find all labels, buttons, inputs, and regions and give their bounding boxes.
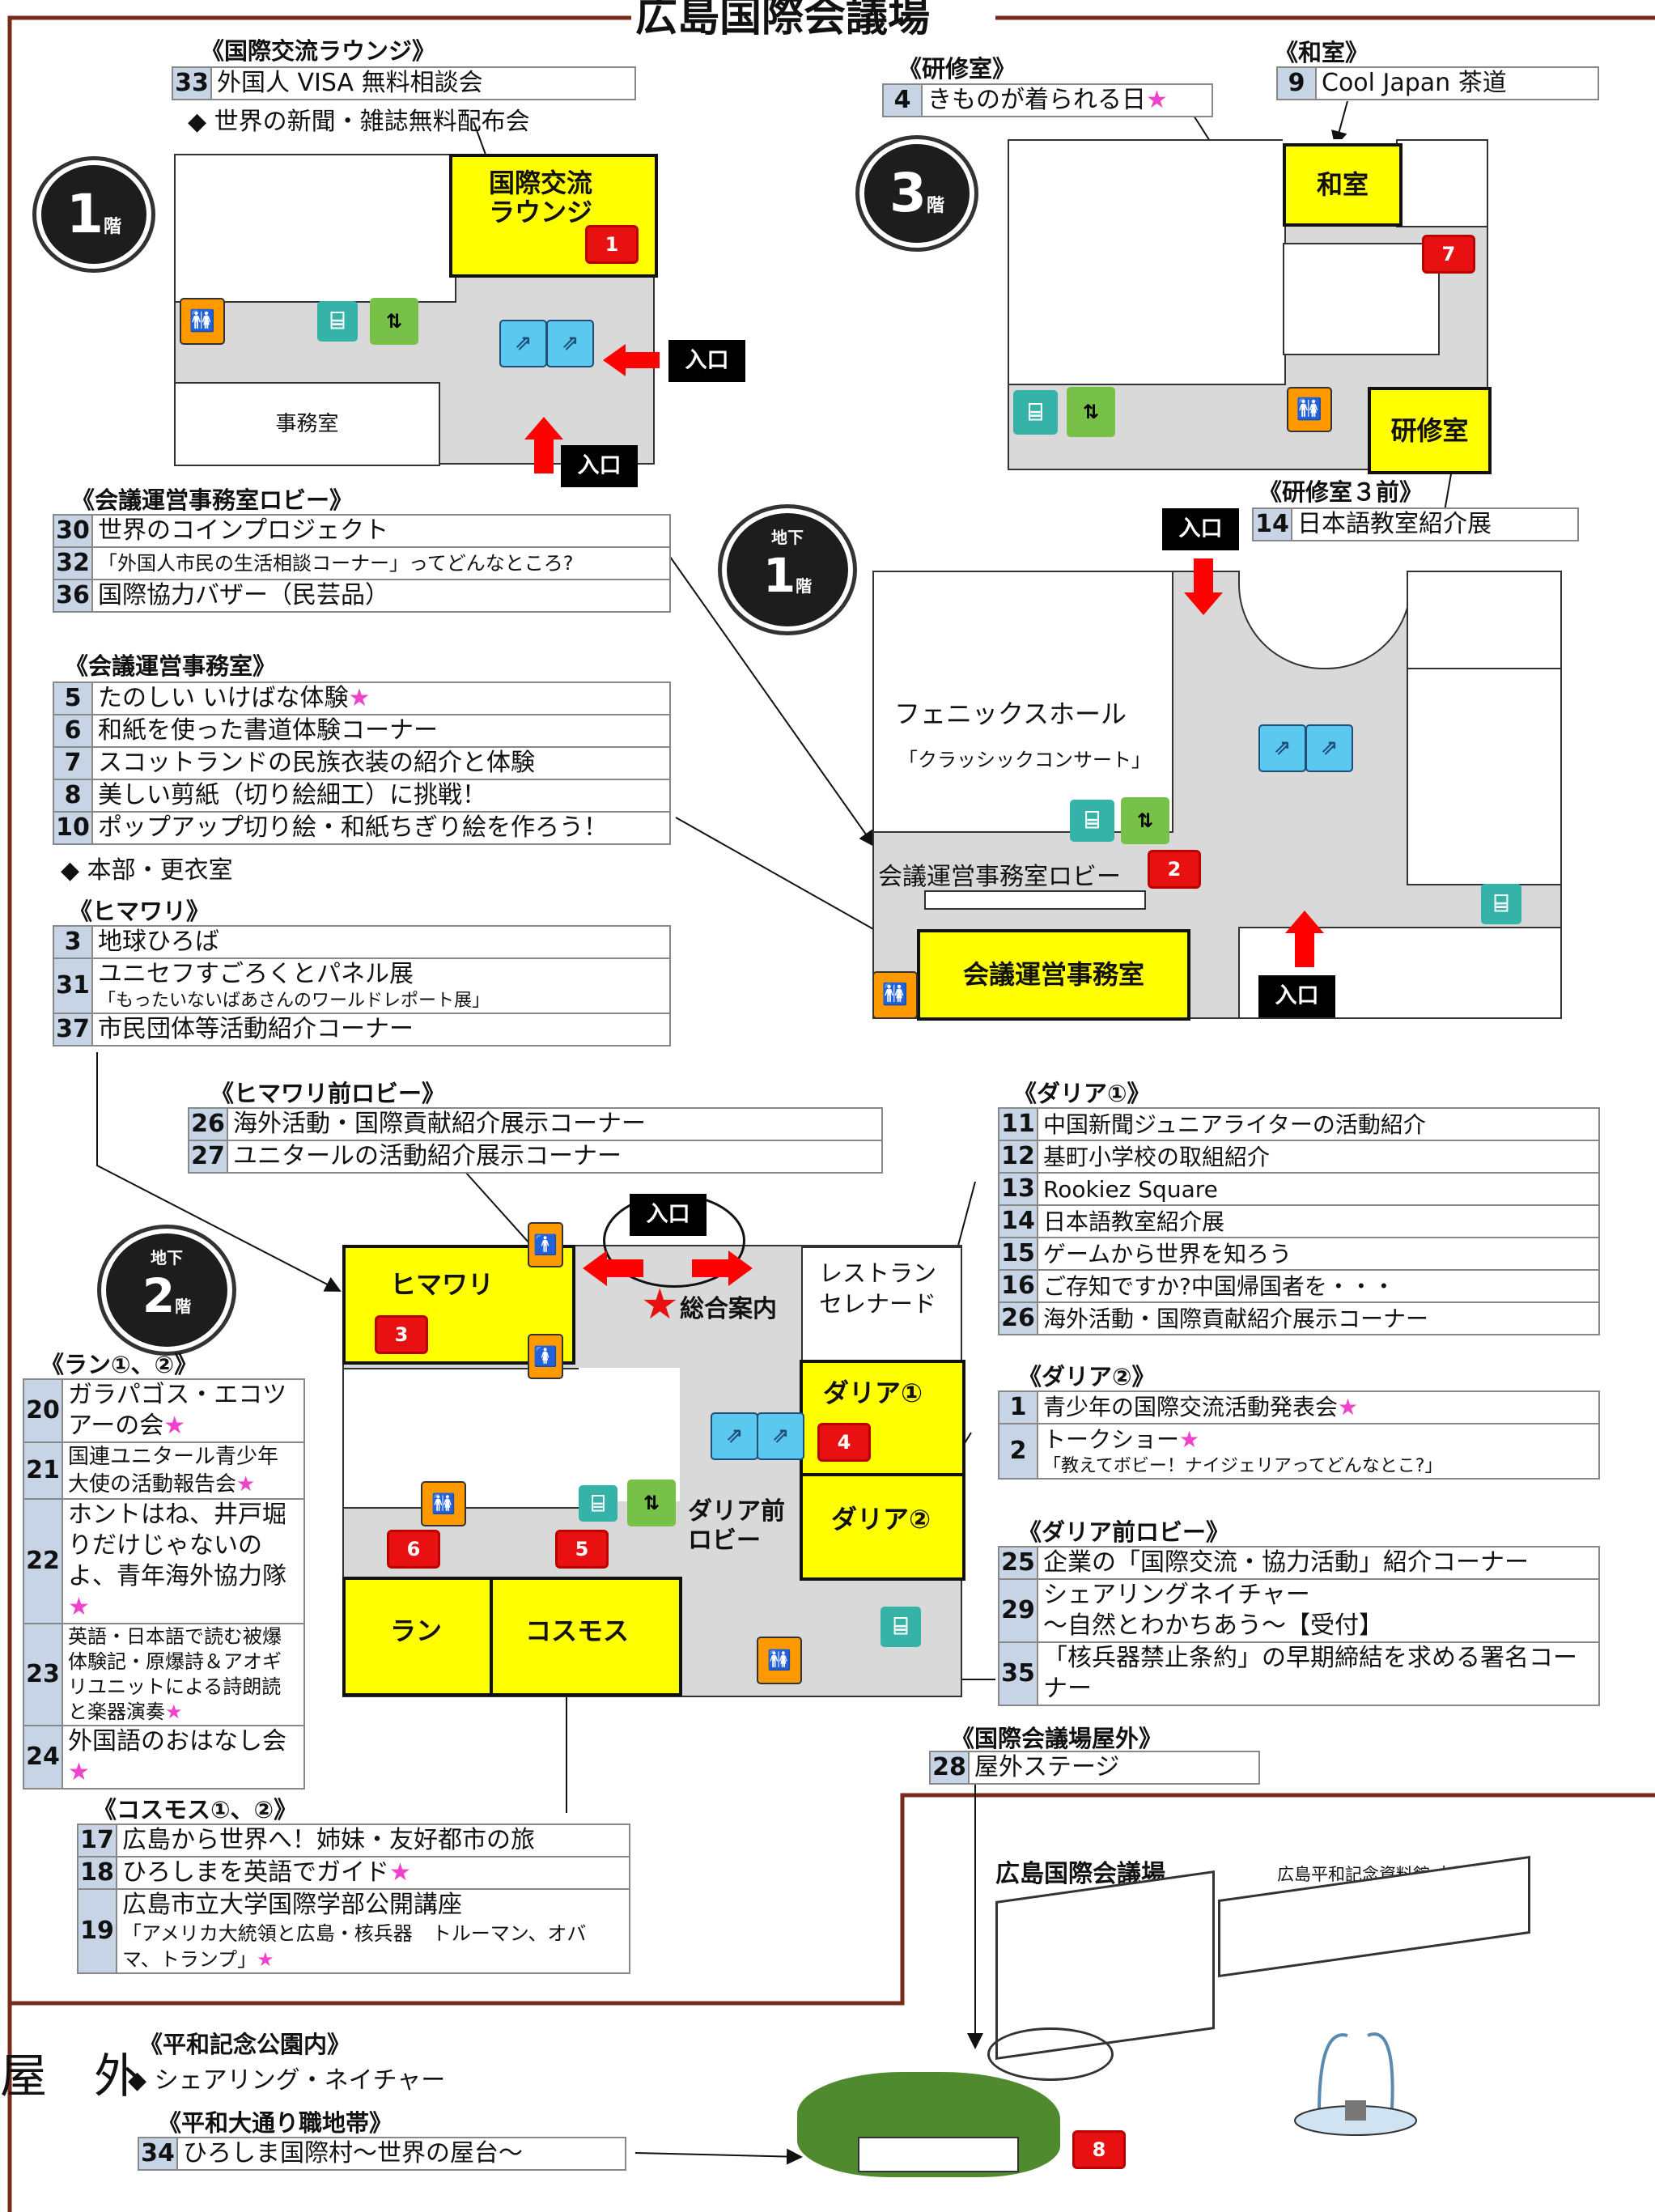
- badge-2: 2: [1148, 850, 1201, 889]
- info-star-icon: ★: [641, 1280, 679, 1329]
- section-title-kenshu-mae: 《研修室３前》: [1258, 478, 1424, 506]
- room-kenshushitsu[interactable]: 研修室: [1368, 387, 1492, 474]
- section-title-park: 《平和記念公園内》: [139, 2031, 351, 2058]
- restroom-icon: 🚹: [528, 1222, 563, 1267]
- room-washitsu[interactable]: 和室: [1283, 143, 1403, 227]
- stairs-icon: ⌸: [1070, 800, 1114, 842]
- section-title-outside: 《国際会議場屋外》: [951, 1725, 1163, 1752]
- escalator-icon: ⇗: [499, 320, 547, 367]
- floor-1f-badge: 1階: [36, 160, 151, 269]
- label-info[interactable]: 総合案内: [680, 1295, 777, 1323]
- section-title-lounge: 《国際交流ラウンジ》: [201, 37, 436, 65]
- label-dahlia-lobby: ダリア前 ロビー: [688, 1497, 785, 1555]
- stairs-icon: ⌸: [881, 1607, 921, 1647]
- room-ran[interactable]: ラン: [342, 1577, 494, 1696]
- badge-1: 1: [585, 225, 639, 264]
- note-park: ◆ シェアリング・ネイチャー: [128, 2066, 446, 2095]
- badge-3: 3: [375, 1315, 428, 1354]
- floor-b2-badge: 地下 2階: [101, 1229, 232, 1352]
- restroom-icon: 🚻: [872, 971, 918, 1019]
- entrance-label[interactable]: 入口: [1258, 975, 1335, 1017]
- section-title-dahlia-mae: 《ダリア前ロビー》: [1018, 1518, 1230, 1546]
- escalator-icon: ⇗: [546, 320, 594, 367]
- note-office: ◆ 本部・更衣室: [61, 856, 233, 885]
- section-title-office: 《会議運営事務室》: [65, 652, 277, 680]
- room-restaurant[interactable]: レストラン セレナード: [801, 1246, 962, 1363]
- badge-6: 6: [387, 1530, 440, 1569]
- restroom-icon: 🚻: [757, 1637, 802, 1684]
- room-phoenix-hall[interactable]: フェニックスホール 「クラッシックコンサート」: [872, 571, 1173, 833]
- label-lobby: 会議運営事務室ロビー: [878, 863, 1121, 891]
- restroom-icon: 🚻: [1287, 387, 1332, 432]
- escalator-icon: ⇗: [1305, 724, 1353, 772]
- note-lounge: ◆ 世界の新聞・雑誌無料配布会: [188, 108, 530, 136]
- elevator-icon: ⇅: [1067, 387, 1115, 437]
- section-title-himawari: 《ヒマワリ》: [69, 898, 210, 925]
- stairs-icon: ⌸: [579, 1485, 617, 1522]
- section-title-cosmos: 《コスモス①、②》: [93, 1796, 298, 1824]
- section-title-washitsu: 《和室》: [1275, 39, 1369, 66]
- section-title-dahlia1: 《ダリア①》: [1013, 1080, 1151, 1107]
- badge-7: 7: [1422, 235, 1475, 274]
- room-jimushitsu: 事務室: [174, 382, 440, 466]
- 3f-room: [1396, 139, 1488, 227]
- badge-5: 5: [555, 1530, 609, 1569]
- escalator-icon: ⇗: [757, 1412, 804, 1460]
- yatai-stalls: [858, 2137, 1019, 2172]
- elevator-icon: ⇅: [627, 1480, 676, 1526]
- b1-room: [1407, 668, 1562, 885]
- badge-8: 8: [1072, 2130, 1126, 2169]
- b2-room: [579, 1368, 680, 1501]
- restroom-icon: 🚻: [421, 1481, 466, 1526]
- escalator-icon: ⇗: [1258, 724, 1306, 772]
- entrance-label[interactable]: 入口: [561, 445, 638, 487]
- 3f-room: [1283, 243, 1440, 355]
- section-title-kenshu: 《研修室》: [898, 55, 1016, 83]
- stairs-icon: ⌸: [1481, 884, 1521, 924]
- section-title-street: 《平和大通り職地帯》: [158, 2109, 393, 2137]
- entrance-label[interactable]: 入口: [1162, 508, 1239, 550]
- room-cosmos[interactable]: コスモス: [490, 1577, 682, 1696]
- entrance-label[interactable]: 入口: [630, 1194, 707, 1236]
- floor-b1-badge: 地下 1階: [722, 508, 853, 631]
- stairs-icon: ⌸: [317, 301, 358, 342]
- b1-room: [1407, 571, 1562, 671]
- entrance-label[interactable]: 入口: [668, 340, 745, 382]
- plaza-loop: [987, 2027, 1114, 2081]
- 3f-room: [1008, 139, 1286, 385]
- section-title-dahlia2: 《ダリア②》: [1018, 1363, 1156, 1390]
- label-outdoor: 屋 外: [0, 2049, 142, 2104]
- badge-4: 4: [817, 1423, 871, 1462]
- section-title-ran: 《ラン①、②》: [40, 1351, 198, 1378]
- room-kaigi-office[interactable]: 会議運営事務室: [917, 929, 1190, 1021]
- section-title-himawari-mae: 《ヒマワリ前ロビー》: [210, 1080, 446, 1107]
- restroom-icon: 🚻: [180, 298, 225, 345]
- elevator-icon: ⇅: [370, 298, 418, 345]
- b1-counter: [924, 890, 1146, 910]
- stairs-icon: ⌸: [1013, 390, 1058, 435]
- 1f-room: [174, 154, 456, 303]
- restroom-icon: 🚺: [528, 1334, 563, 1379]
- escalator-icon: ⇗: [711, 1412, 758, 1460]
- section-title-lobby: 《会議運営事務室ロビー》: [71, 486, 354, 514]
- room-dahlia2[interactable]: ダリア②: [800, 1473, 965, 1581]
- floor-3f-badge: 3階: [859, 139, 974, 248]
- page-title: 広島国際会議場: [635, 0, 931, 41]
- elevator-icon: ⇅: [1121, 797, 1169, 844]
